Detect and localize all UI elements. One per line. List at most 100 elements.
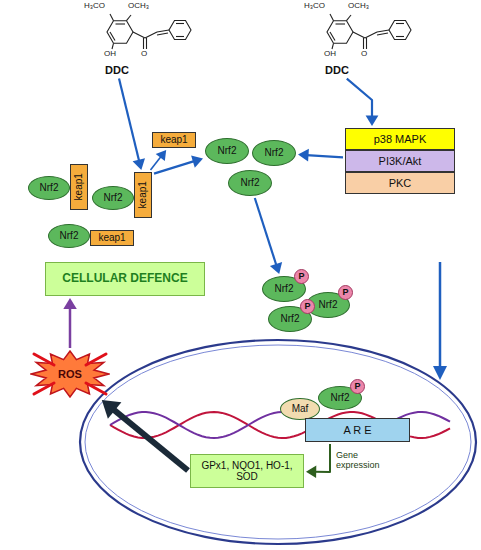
- protein-ellipse: Nrf2P: [262, 276, 306, 302]
- node-text: Nrf2: [241, 177, 260, 189]
- node-text: Nrf2: [218, 145, 237, 157]
- gene-box: GPx1, NQO1, HO-1, SOD: [190, 454, 304, 488]
- arrow-head: [191, 155, 203, 167]
- connector-line: [255, 198, 277, 266]
- arrow-head: [366, 116, 379, 127]
- node-text: DDC: [325, 64, 349, 77]
- node-text: keap1: [137, 181, 149, 208]
- node-text: keap1: [160, 134, 187, 146]
- connector-line: [347, 79, 372, 118]
- protein-ellipse: Maf: [280, 398, 320, 420]
- connector: [63, 298, 77, 348]
- phosphate-circle: P: [338, 285, 353, 300]
- outcome-box: CELLULAR DEFENCE: [45, 262, 205, 296]
- node-text: PKC: [389, 177, 412, 190]
- node-text: Nrf2: [319, 299, 338, 311]
- chalcone-structure: [327, 14, 411, 49]
- nucleus-inner-outline: [85, 345, 471, 539]
- node-text: keap1: [98, 232, 125, 244]
- connector: [347, 79, 379, 126]
- protein-ellipse: Nrf2P: [268, 306, 312, 332]
- protein-ellipse: Nrf2: [92, 186, 134, 210]
- node-text: DDC: [105, 64, 129, 77]
- phosphate-circle: P: [350, 379, 365, 394]
- arrow-head: [102, 400, 122, 419]
- protein-ellipse: Nrf2: [228, 170, 272, 196]
- node-text: Maf: [292, 403, 309, 415]
- connector-line: [314, 444, 330, 472]
- connector-line: [112, 408, 188, 470]
- arrow-head: [156, 150, 167, 161]
- node-text: CELLULAR DEFENCE: [62, 272, 187, 286]
- atom-label: OH: [104, 50, 116, 59]
- protein-ellipse: Nrf2P: [318, 386, 362, 410]
- pathway-box: p38 MAPK: [345, 128, 455, 150]
- node-text: ROS: [58, 368, 82, 381]
- atom-label: O: [141, 50, 147, 59]
- node-text: P: [354, 381, 360, 391]
- protein-box: keap1: [90, 230, 134, 246]
- node-text: p38 MAPK: [374, 133, 427, 146]
- node-text: PI3K/Akt: [379, 155, 422, 168]
- atom-label: O: [361, 50, 367, 59]
- node-text: keap1: [73, 173, 85, 200]
- node-text: Nrf2: [281, 313, 300, 325]
- atom-label: H₃CO: [84, 2, 105, 11]
- response-element: A R E: [305, 418, 410, 442]
- connector: [255, 198, 282, 274]
- connector: [151, 150, 167, 170]
- node-text: Nrf2: [275, 283, 294, 295]
- node-text: A R E: [343, 424, 371, 437]
- arrow-head: [298, 149, 309, 162]
- node-text: Nrf2: [265, 147, 284, 159]
- cross-mark: [34, 383, 54, 394]
- connector: [119, 79, 145, 170]
- arrow-head: [306, 466, 316, 478]
- protein-ellipse: Nrf2: [28, 176, 70, 200]
- protein-box: keap1: [70, 164, 88, 210]
- atom-label: OH: [324, 50, 336, 59]
- node-text: Nrf2: [40, 182, 59, 194]
- arrow-head: [63, 298, 77, 309]
- phosphate-circle: P: [294, 269, 309, 284]
- translocation-arrow: [439, 262, 442, 368]
- protein-ellipse: Nrf2: [252, 140, 296, 166]
- chalcone-structure: [107, 14, 191, 49]
- protein-ellipse: Nrf2: [48, 224, 90, 248]
- atom-label: OCH₃: [348, 2, 369, 11]
- node-text: GPx1, NQO1, HO-1, SOD: [191, 460, 303, 483]
- ros-burst: ROS: [30, 350, 110, 398]
- pathway-box: PKC: [345, 172, 455, 194]
- connector-line: [154, 161, 195, 174]
- node-text: Nrf2: [331, 392, 350, 404]
- arrow-head: [270, 262, 282, 274]
- nucleus-outline: [80, 340, 476, 544]
- cross-mark: [86, 354, 106, 365]
- node-text: P: [298, 271, 304, 281]
- protein-box: keap1: [152, 132, 196, 148]
- connector: [298, 149, 343, 162]
- protein-ellipse: Nrf2: [205, 138, 249, 164]
- arrow-head: [433, 366, 447, 380]
- connector-line: [151, 156, 162, 170]
- node-text: Nrf2: [60, 230, 79, 242]
- node-text: Nrf2: [104, 192, 123, 204]
- arrow-head: [133, 158, 145, 170]
- connector: [102, 400, 188, 471]
- cross-mark: [34, 354, 54, 365]
- edge-label: Gene expression: [336, 451, 394, 471]
- cross-mark: [86, 383, 106, 394]
- connector-line: [119, 79, 139, 162]
- connector: [306, 444, 330, 478]
- burst-outline: [31, 351, 109, 397]
- atom-label: H₃CO: [304, 2, 325, 11]
- compound-label: DDC: [105, 64, 129, 77]
- protein-box: keap1: [134, 172, 152, 218]
- pathway-box: PI3K/Akt: [345, 150, 455, 172]
- phosphate-circle: P: [300, 299, 315, 314]
- node-text: P: [304, 301, 310, 311]
- node-text: P: [342, 287, 348, 297]
- connector-line: [69, 307, 72, 348]
